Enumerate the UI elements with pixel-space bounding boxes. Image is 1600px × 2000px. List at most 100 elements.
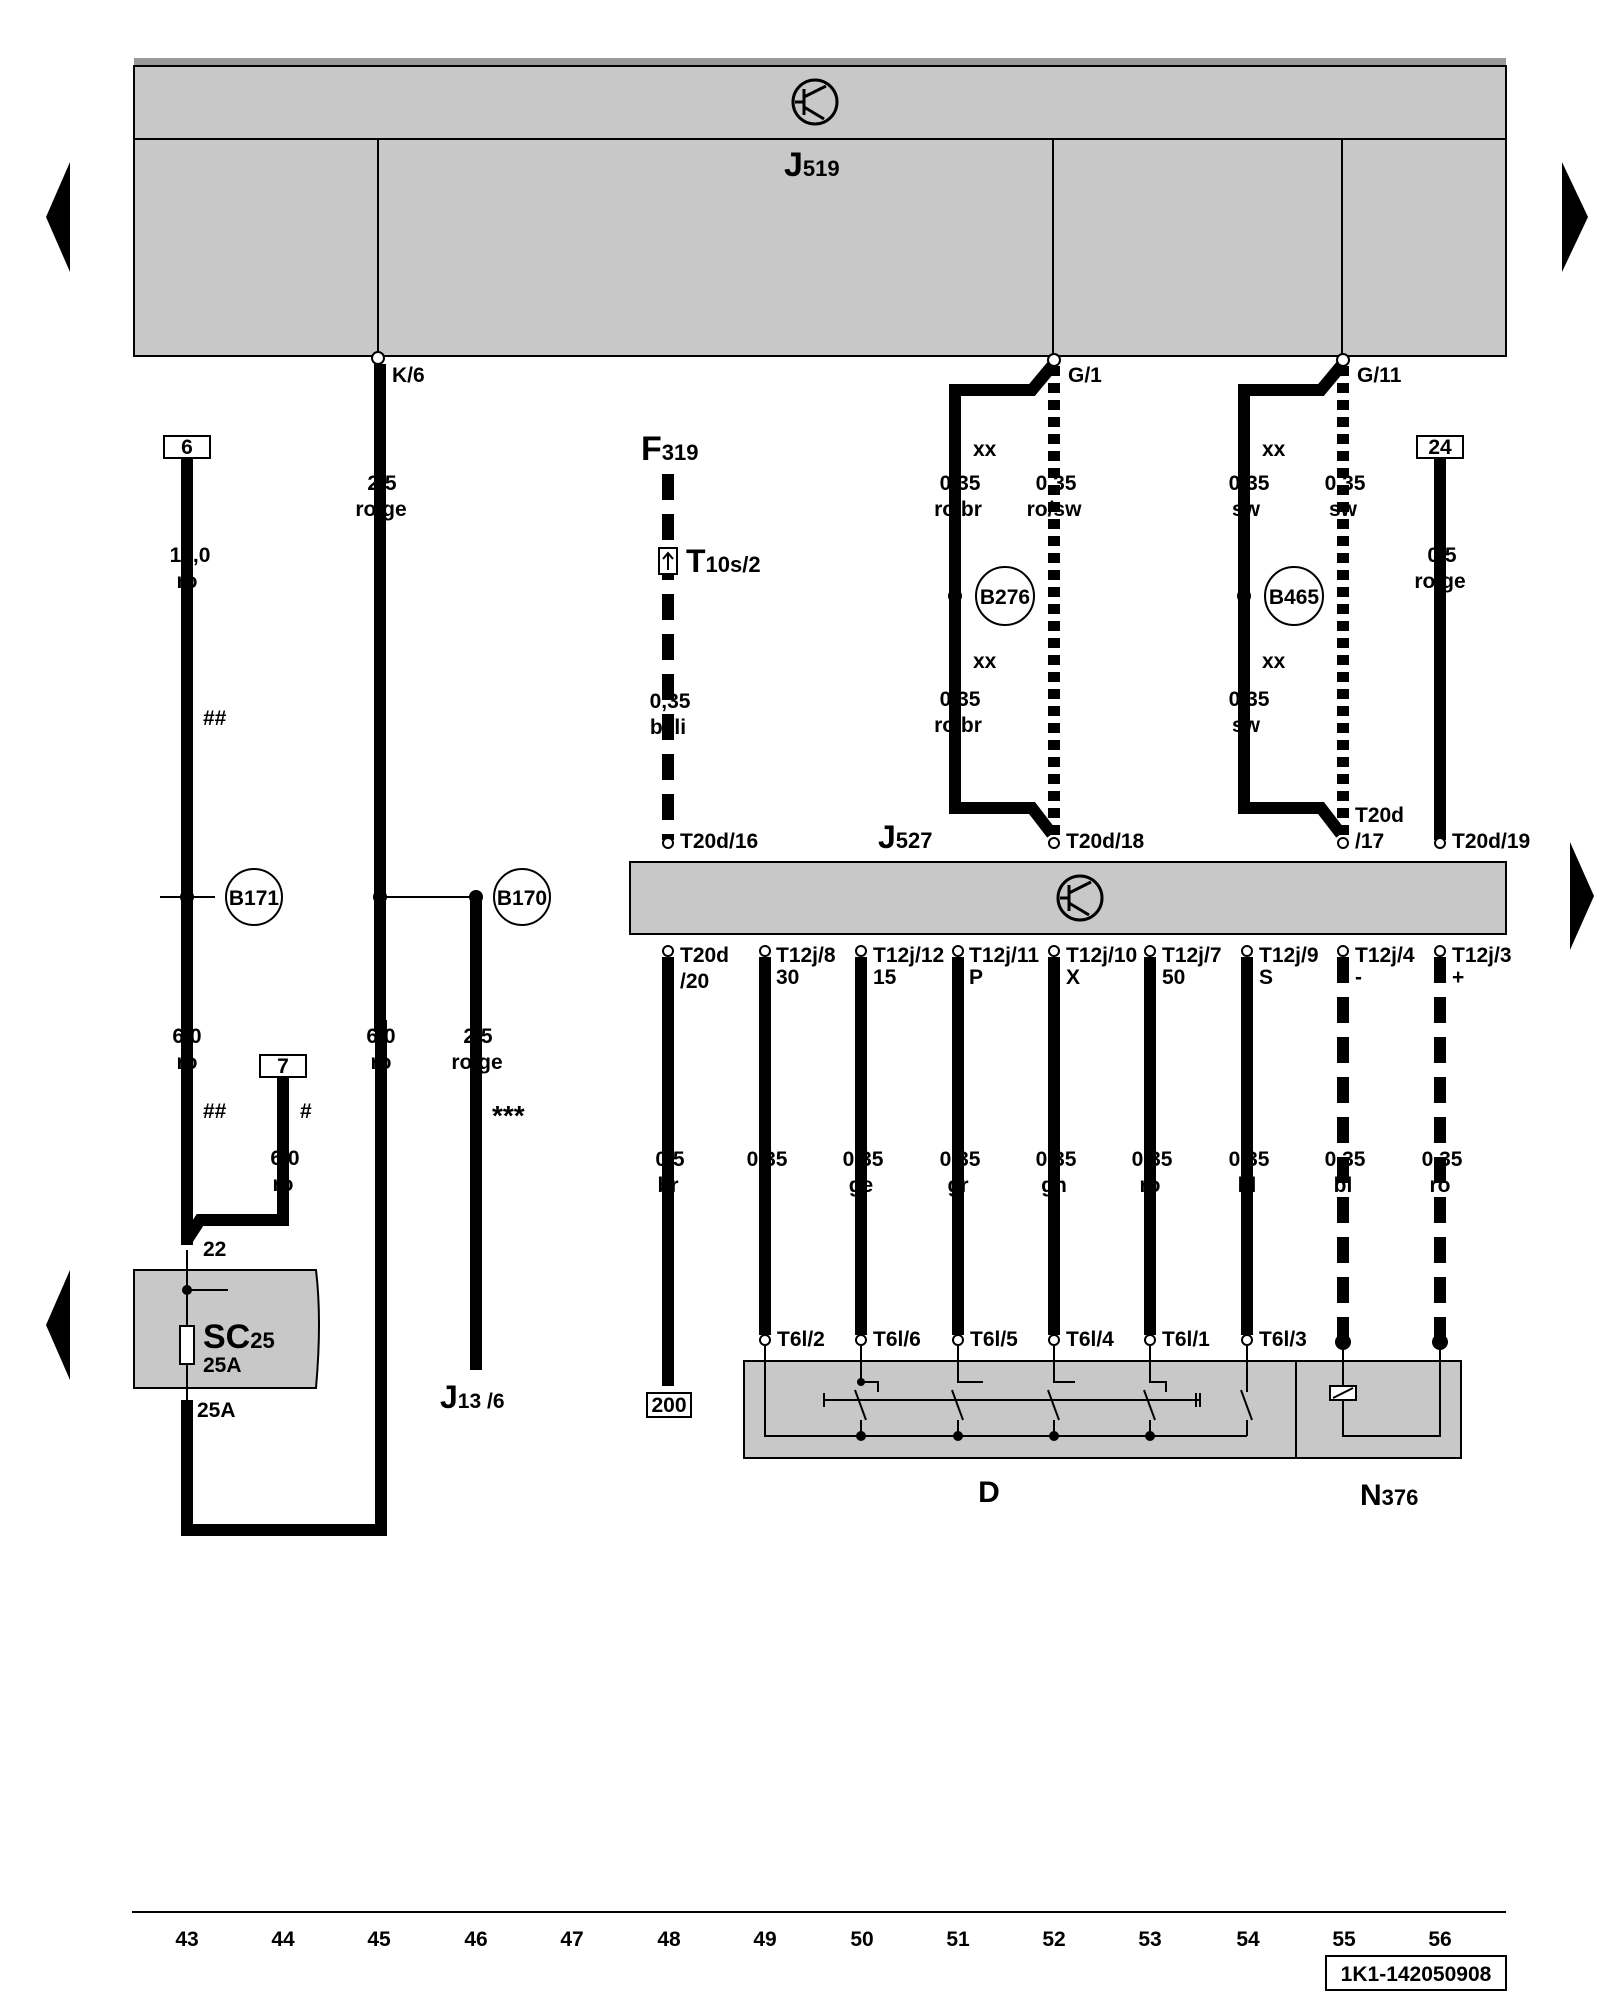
n376-solenoid: N376 bbox=[1295, 1346, 1462, 1512]
wire-label: ro bbox=[177, 1051, 198, 1074]
connector-label: G/11 bbox=[1357, 364, 1402, 387]
wire-label: 0,35 bbox=[1325, 472, 1366, 495]
wire-label: sw bbox=[1232, 714, 1261, 737]
svg-text:0,35: 0,35 bbox=[843, 1148, 884, 1171]
node-b171: B171 bbox=[225, 868, 283, 926]
t10s-connector: T10s/2 bbox=[658, 543, 761, 579]
xx-label: xx bbox=[973, 650, 997, 673]
wire-label: ro bbox=[273, 1173, 294, 1196]
wire-label: ro/ge bbox=[355, 498, 406, 521]
sc25-fuse: SC25 25A bbox=[133, 1250, 320, 1400]
svg-text:0,35: 0,35 bbox=[1422, 1148, 1463, 1171]
connector-label: T6l/1 bbox=[1162, 1328, 1210, 1351]
nav-left-arrow-bottom[interactable] bbox=[46, 1270, 70, 1380]
j527-label: J527 bbox=[878, 819, 933, 855]
svg-text:B276: B276 bbox=[980, 586, 1030, 609]
wire-label: sw bbox=[1329, 498, 1358, 521]
connector-label: /20 bbox=[680, 970, 709, 993]
svg-text:48: 48 bbox=[657, 1928, 681, 1951]
connector-label: T12j/8 bbox=[776, 944, 836, 967]
nav-right-arrow-mid[interactable] bbox=[1570, 842, 1594, 950]
svg-text:ge: ge bbox=[849, 1174, 874, 1197]
wire-label: ro/ge bbox=[1414, 570, 1465, 593]
wire-label: 2,5 bbox=[367, 472, 397, 495]
connector-label: S bbox=[1259, 966, 1273, 989]
svg-text:B465: B465 bbox=[1269, 586, 1320, 609]
wire-label: 0,5 bbox=[1427, 544, 1457, 567]
wire-label: 10,0 bbox=[170, 544, 211, 567]
wire-label: 2,5 bbox=[463, 1025, 493, 1048]
svg-text:50: 50 bbox=[850, 1928, 873, 1951]
svg-text:br: br bbox=[658, 1174, 679, 1197]
svg-text:52: 52 bbox=[1042, 1928, 1065, 1951]
connector-label: T12j/9 bbox=[1259, 944, 1319, 967]
wire-label: sw bbox=[1232, 498, 1261, 521]
wire-label: ro/br bbox=[934, 714, 982, 737]
wire-label: 0,35 bbox=[1036, 472, 1077, 495]
connector-label: T6l/6 bbox=[873, 1328, 921, 1351]
nav-left-arrow-top[interactable] bbox=[46, 162, 70, 272]
ref-box-200[interactable]: 200 bbox=[646, 1392, 692, 1418]
xx-label: xx bbox=[1262, 650, 1286, 673]
connector-label: T6l/4 bbox=[1066, 1328, 1114, 1351]
svg-text:51: 51 bbox=[946, 1928, 970, 1951]
wire-label: 6,0 bbox=[366, 1025, 395, 1048]
connector-label: 25A bbox=[197, 1399, 236, 1422]
svg-text:53: 53 bbox=[1138, 1928, 1161, 1951]
svg-text:6: 6 bbox=[181, 436, 193, 459]
grid-numbers: 43 44 45 46 47 48 49 50 51 52 53 54 55 5… bbox=[175, 1928, 1451, 1951]
svg-text:7: 7 bbox=[277, 1055, 289, 1078]
document-id: 1K1-142050908 bbox=[1325, 1955, 1507, 1991]
j519-control-unit: J519 bbox=[133, 58, 1507, 357]
wire-label: ro/sw bbox=[1027, 498, 1083, 521]
wire-label: 6,0 bbox=[270, 1147, 299, 1170]
svg-text:gn: gn bbox=[1041, 1174, 1067, 1197]
connector-label: T12j/3 bbox=[1452, 944, 1512, 967]
pin-marks-bottom bbox=[662, 945, 1446, 957]
connector-label: K/6 bbox=[392, 364, 425, 387]
j519-label: J519 bbox=[784, 146, 840, 184]
connector-label: T12j/12 bbox=[873, 944, 944, 967]
svg-text:200: 200 bbox=[651, 1394, 686, 1417]
connector-label: + bbox=[1452, 966, 1464, 989]
ignition-switch-d: D bbox=[743, 1346, 1297, 1509]
connector-label: P bbox=[969, 966, 983, 989]
svg-text:47: 47 bbox=[560, 1928, 583, 1951]
wire-label: 0,35 bbox=[650, 690, 691, 713]
svg-text:1K1-142050908: 1K1-142050908 bbox=[1341, 1963, 1492, 1986]
svg-text:B171: B171 bbox=[229, 887, 280, 910]
svg-text:0,35: 0,35 bbox=[940, 1148, 981, 1171]
xx-label: xx bbox=[973, 438, 997, 461]
svg-text:43: 43 bbox=[175, 1928, 198, 1951]
ref-box-7[interactable]: 7 bbox=[259, 1054, 307, 1078]
svg-text:ro: ro bbox=[1430, 1174, 1451, 1197]
connector-label: 22 bbox=[203, 1238, 226, 1261]
ref-box-6[interactable]: 6 bbox=[163, 435, 211, 459]
mark-label: ## bbox=[203, 707, 227, 730]
connector-label: /17 bbox=[1355, 830, 1384, 853]
node-b276: B276 bbox=[975, 566, 1035, 626]
t6l-pins bbox=[759, 1334, 1448, 1350]
wire-label: ro/ge bbox=[451, 1051, 502, 1074]
mark-label: ## bbox=[203, 1100, 227, 1123]
wire-label: 0,35 bbox=[1229, 472, 1270, 495]
svg-text:li: li bbox=[759, 1174, 771, 1197]
ref-box-24[interactable]: 24 bbox=[1416, 435, 1464, 459]
nav-right-arrow-top[interactable] bbox=[1562, 162, 1588, 272]
wire-label: 6,0 bbox=[172, 1025, 201, 1048]
xx-label: xx bbox=[1262, 438, 1286, 461]
connector-label: T20d/19 bbox=[1452, 830, 1530, 853]
wire-label: ro bbox=[371, 1051, 392, 1074]
connector-label: T12j/7 bbox=[1162, 944, 1222, 967]
svg-text:54: 54 bbox=[1236, 1928, 1260, 1951]
connector-label: X bbox=[1066, 966, 1080, 989]
j13-label: J13 /6 bbox=[440, 1379, 505, 1415]
svg-text:55: 55 bbox=[1332, 1928, 1356, 1951]
connector-label: T20d bbox=[680, 944, 729, 967]
node-b465: B465 bbox=[1264, 566, 1324, 626]
svg-text:bl: bl bbox=[1238, 1174, 1257, 1197]
svg-text:gr: gr bbox=[948, 1174, 969, 1197]
connector-label: T20d bbox=[1355, 804, 1404, 827]
svg-text:B170: B170 bbox=[497, 887, 547, 910]
